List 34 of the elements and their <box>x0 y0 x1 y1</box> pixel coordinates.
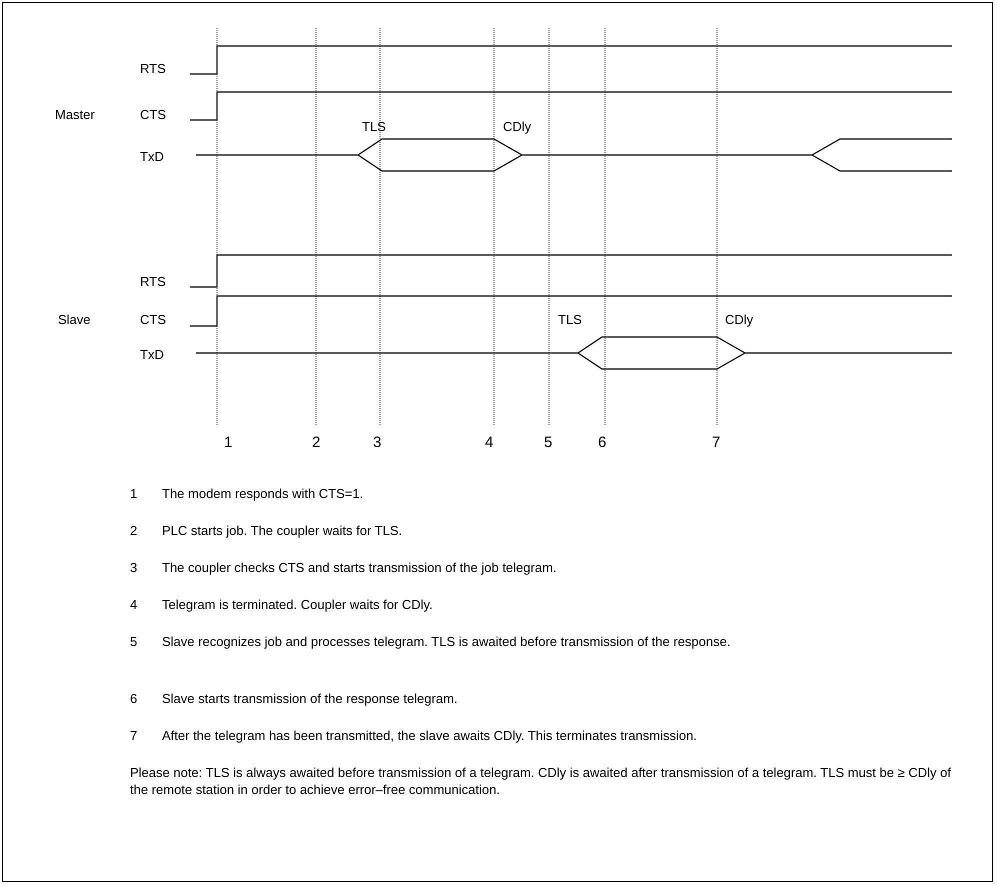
note-number: 4 <box>130 596 138 613</box>
group-name: Master <box>55 106 95 123</box>
time-marker-number: 6 <box>598 434 606 451</box>
signal-name: TxD <box>140 346 164 363</box>
signal-name: RTS <box>140 273 166 290</box>
time-marker-number: 7 <box>712 434 720 451</box>
group-name: Slave <box>58 311 91 328</box>
note-number: 5 <box>130 633 138 650</box>
note-number: 6 <box>130 690 138 707</box>
note-text: Slave recognizes job and processes telegram. TLS is awaited before transmission of the response. <box>162 633 732 650</box>
interval-label: TLS <box>558 311 582 328</box>
note-text: PLC starts job. The coupler waits for TLS. <box>162 522 404 539</box>
interval-label: CDly <box>503 118 532 135</box>
note-number: 2 <box>130 522 138 539</box>
note-number: 7 <box>130 727 138 744</box>
note-text: Telegram is terminated. Coupler waits for CDly. <box>162 596 434 613</box>
interval-label: CDly <box>725 311 754 328</box>
note-text: After the telegram has been transmitted, the slave awaits CDly. This terminates transmission. <box>162 727 698 744</box>
time-marker-number: 4 <box>485 434 494 451</box>
note-number: 1 <box>130 485 138 502</box>
time-marker-number: 2 <box>312 434 320 451</box>
note-paragraph: Please note: TLS is always awaited before transmission of a telegram. CDly is awaited after transmission of a telegram. TLS must be ≥ CDly of the remote station in order to achieve error–free communication. <box>130 764 952 798</box>
note-number: 3 <box>130 559 138 576</box>
note-text: The coupler checks CTS and starts transmission of the job telegram. <box>162 559 558 576</box>
signal-name: TxD <box>140 148 164 165</box>
interval-label: TLS <box>362 118 386 135</box>
time-marker-number: 3 <box>373 434 382 451</box>
time-marker-number: 5 <box>544 434 552 451</box>
time-marker-number: 1 <box>224 434 232 451</box>
signal-name: CTS <box>140 311 166 328</box>
note-text: The modem responds with CTS=1. <box>162 485 364 502</box>
note-text: Slave starts transmission of the response telegram. <box>162 690 459 707</box>
signal-name: CTS <box>140 106 166 123</box>
signal-name: RTS <box>140 60 166 77</box>
